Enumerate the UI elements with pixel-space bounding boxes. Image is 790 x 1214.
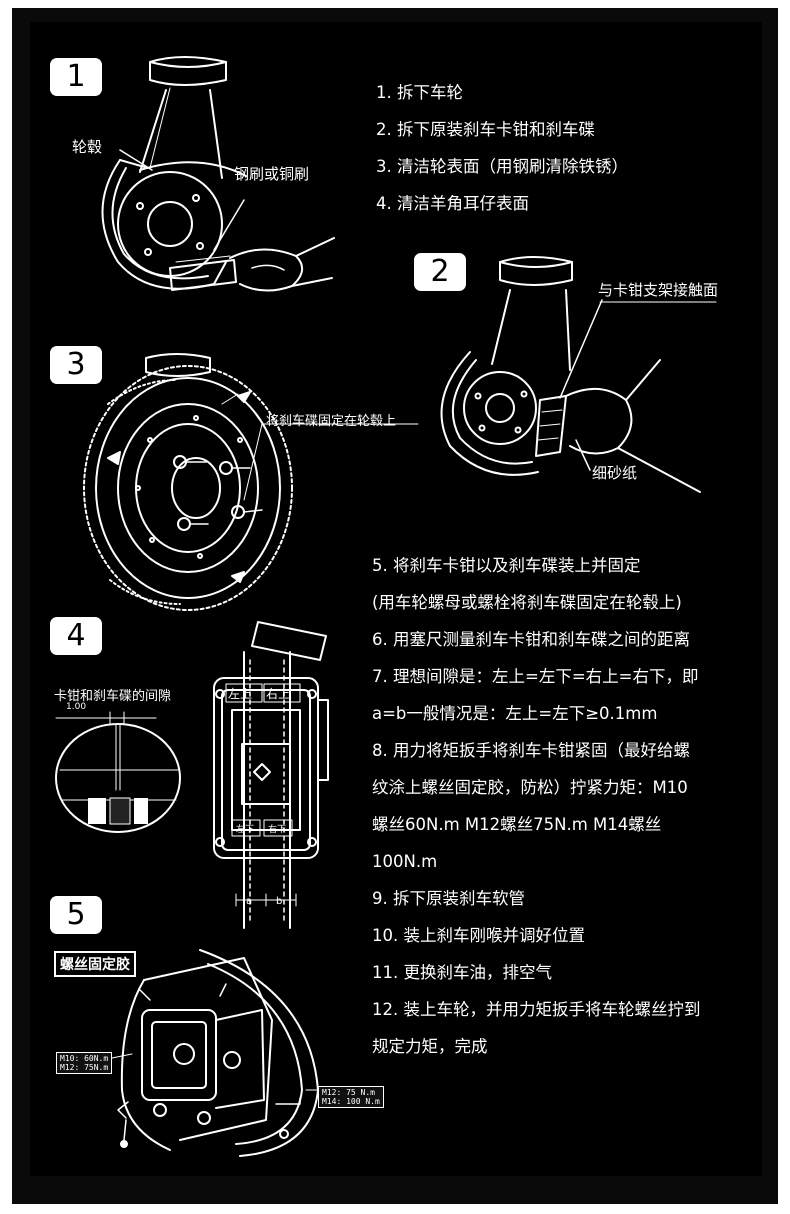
instruction-panel — [30, 22, 762, 1176]
step-10: 10. 装上刹车刚喉并调好位置 — [372, 926, 585, 945]
step-8-cont-2: 螺丝60N.m M12螺丝75N.m M14螺丝 — [372, 815, 662, 834]
torque-box-left: M10: 60N.m M12: 75N.m — [56, 1052, 113, 1074]
upper-right-label: 右上 — [266, 687, 291, 701]
step-7: 7. 理想间隙是：左上=左下=右上=右下，即 — [372, 667, 699, 686]
step-5-note: (用车轮螺母或螺栓将刹车碟固定在轮毂上) — [372, 593, 682, 612]
torque-left-2: M12: 75N.m — [60, 1063, 109, 1072]
lower-left-label: 左下 — [236, 825, 255, 835]
step-8-cont-3: 100N.m — [372, 852, 438, 871]
step-12-cont: 规定力矩，完成 — [372, 1037, 488, 1056]
contact-surface-label: 与卡钳支架接触面 — [598, 281, 719, 299]
step-badge-3: 3 — [50, 346, 102, 384]
step-8: 8. 用力将矩扳手将刹车卡钳紧固（最好给螺 — [372, 741, 690, 760]
gap-b-label: b — [276, 896, 283, 907]
step-11: 11. 更换刹车油，排空气 — [372, 963, 552, 982]
torque-left-1: M10: 60N.m — [60, 1054, 109, 1063]
brush-label: 钢刷或铜刷 — [234, 165, 310, 183]
step-2: 2. 拆下原装刹车卡钳和刹车碟 — [376, 120, 595, 139]
step-8-cont-1: 纹涂上螺丝固定胶，防松）拧紧力矩：M10 — [372, 778, 688, 797]
thread-locker-title: 螺丝固定胶 — [54, 951, 136, 977]
hub-label: 轮毂 — [72, 138, 103, 156]
step-badge-2: 2 — [414, 253, 466, 291]
torque-box-right: M12: 75 N.m M14: 100 N.m — [318, 1086, 384, 1108]
step-7-cont: a=b一般情况是：左上=左下≥0.1mm — [372, 704, 658, 723]
fig4-caliper-drawing — [55, 621, 329, 929]
fig1-hub-drawing — [101, 56, 335, 292]
steps-top-list: 1. 拆下车轮 2. 拆下原装刹车卡钳和刹车碟 3. 清洁轮表面（用钢刷清除铁锈… — [376, 74, 628, 222]
torque-right-2: M14: 100 N.m — [322, 1097, 380, 1106]
step-6: 6. 用塞尺测量刹车卡钳和刹车碟之间的距离 — [372, 630, 690, 649]
fig2-upright-drawing — [440, 256, 717, 493]
step-12: 12. 装上车轮，并用力矩扳手将车轮螺丝拧到 — [372, 1000, 701, 1019]
gauge-value: 1.00 — [66, 702, 87, 712]
sandpaper-label: 细砂纸 — [592, 464, 638, 482]
step-badge-1: 1 — [50, 58, 102, 96]
step-1: 1. 拆下车轮 — [376, 83, 463, 102]
gap-label: 卡钳和刹车碟的间隙 — [54, 689, 172, 704]
gap-a-label: a — [246, 896, 253, 907]
fig5-assembly-drawing — [111, 949, 321, 1157]
torque-right-1: M12: 75 N.m — [322, 1088, 375, 1097]
step-badge-4: 4 — [50, 617, 102, 655]
steps-bottom-list: 5. 将刹车卡钳以及刹车碟装上并固定 (用车轮螺母或螺栓将刹车碟固定在轮毂上) … — [372, 547, 701, 1065]
fig3-rotor-drawing — [83, 353, 419, 611]
step-5: 5. 将刹车卡钳以及刹车碟装上并固定 — [372, 556, 641, 575]
step-badge-5: 5 — [50, 896, 102, 934]
fix-rotor-label: 将刹车碟固定在轮毂上 — [266, 414, 397, 429]
step-4: 4. 清洁羊角耳仔表面 — [376, 194, 529, 213]
upper-left-label: 左上 — [228, 687, 253, 701]
lower-right-label: 右下 — [268, 825, 287, 835]
step-9: 9. 拆下原装刹车软管 — [372, 889, 525, 908]
step-3: 3. 清洁轮表面（用钢刷清除铁锈） — [376, 157, 628, 176]
